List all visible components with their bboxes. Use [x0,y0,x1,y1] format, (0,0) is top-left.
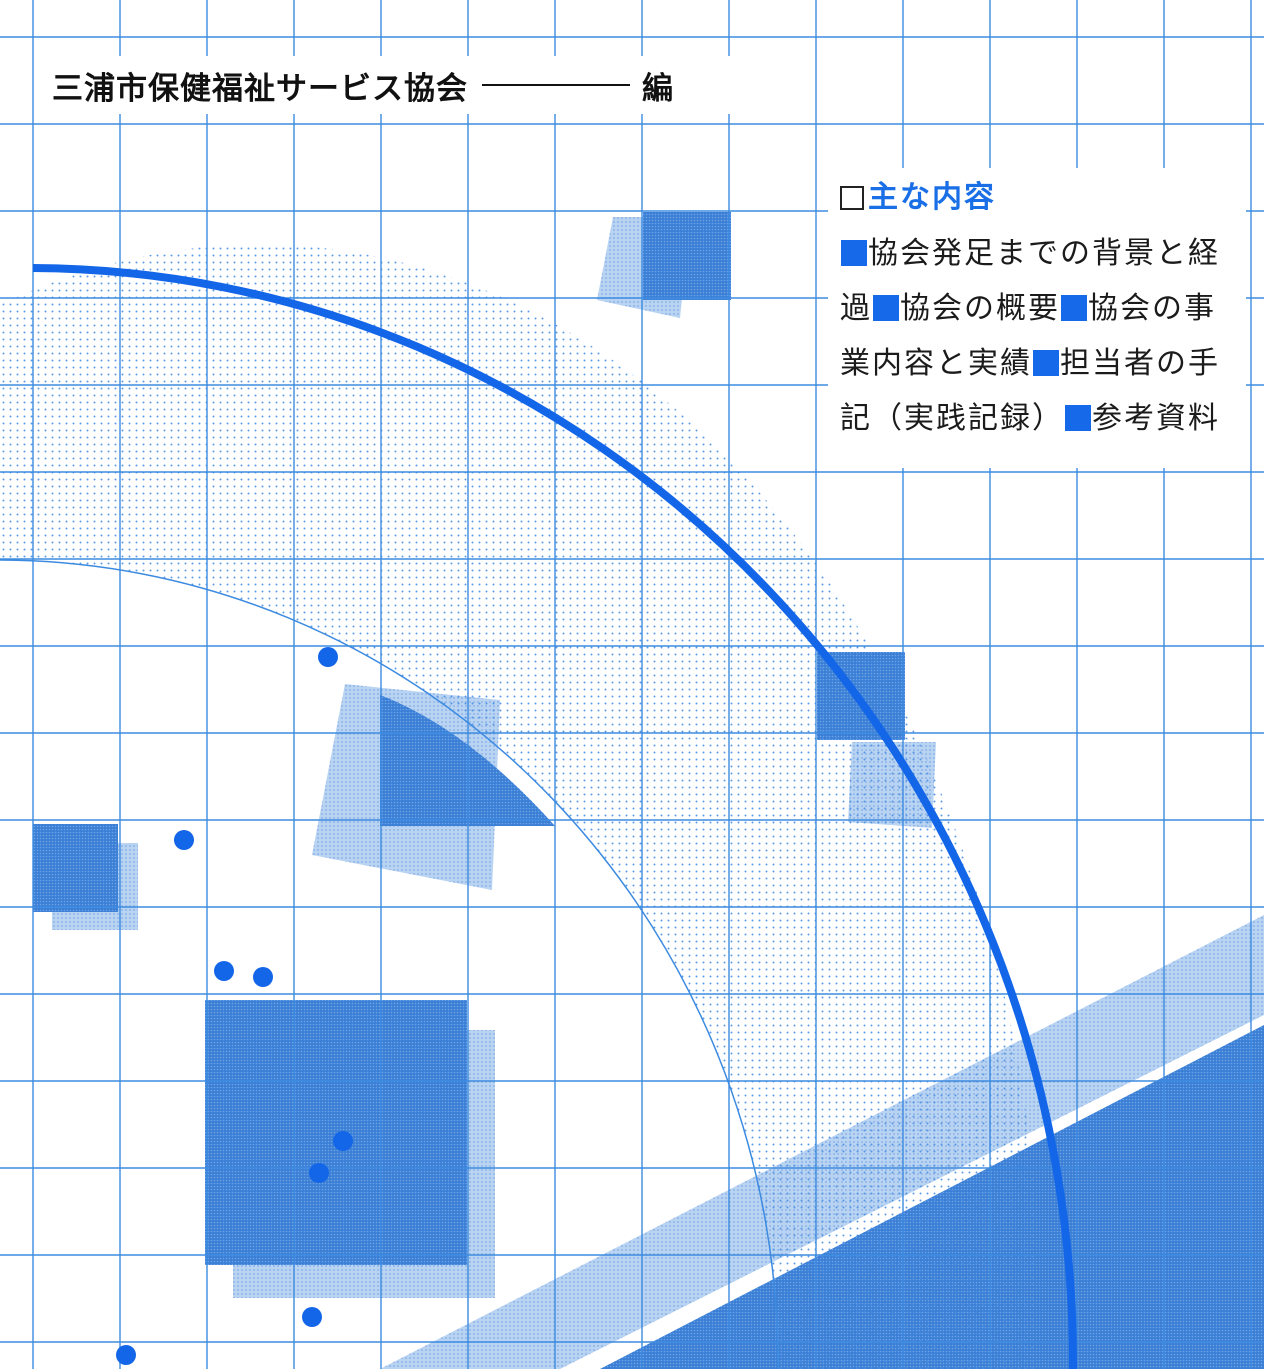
blue-square-icon [873,295,899,321]
contents-item: 協会の概要 [900,291,1060,326]
dash-rule [482,84,630,86]
dotted-arc-band [0,244,1040,1369]
contents-item: 協会の事業内容と実績 [840,291,1216,381]
white-square-icon [840,186,864,210]
blue-square-icon [1061,295,1087,321]
publisher-name: 三浦市保健福祉サービス協会 [52,70,468,107]
contents-heading: 主な内容 [840,172,1246,224]
blue-square-icon [1033,350,1059,376]
contents-panel: 主な内容 協会発足までの背景と経過協会の概要協会の事業内容と実績担当者の手記（実… [828,168,1246,468]
blue-square-icon [841,240,867,266]
publisher-suffix: 編 [642,70,674,107]
contents-item: 担当者の手記（実践記録） [840,346,1220,436]
blue-dots [116,647,353,1365]
contents-item: 参考資料 [1092,401,1220,436]
blue-square-icon [1065,405,1091,431]
contents-heading-text: 主な内容 [868,180,996,215]
contents-list: 協会発足までの背景と経過協会の概要協会の事業内容と実績担当者の手記（実践記録）参… [840,226,1240,446]
bold-arc [32,264,1078,1369]
arc-band-outline [0,559,779,1369]
contents-item: 協会発足までの背景と経過 [840,236,1220,326]
publisher-line: 三浦市保健福祉サービス協会 編 [36,56,736,114]
